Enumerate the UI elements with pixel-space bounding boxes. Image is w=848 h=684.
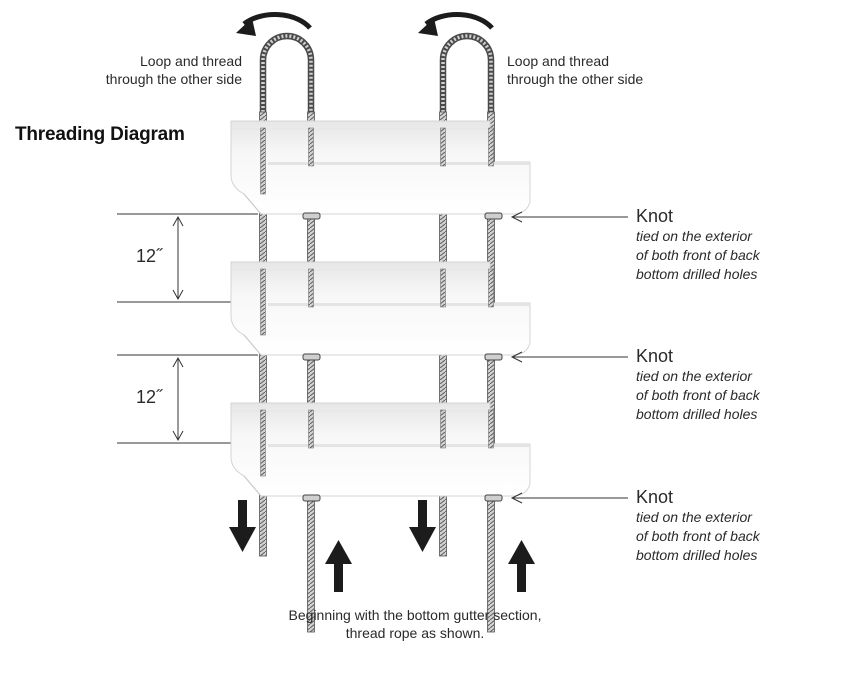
knot-pointers: [510, 211, 628, 504]
loop-note-line: Loop and thread: [507, 53, 609, 69]
arrow-down-icon: [229, 500, 256, 552]
loop-note-line: through the other side: [507, 71, 644, 87]
knots: [302, 212, 503, 502]
knot-description-line: bottom drilled holes: [636, 547, 758, 563]
gutter-section-top: [230, 120, 531, 215]
loop-arrow-icon: [236, 12, 312, 36]
knot-description-line: of both front of back: [636, 247, 760, 263]
instruction-caption: Beginning with the bottom gutter section…: [230, 606, 600, 642]
knot-description-line: bottom drilled holes: [636, 266, 758, 282]
loop-note-line: Loop and thread: [140, 53, 242, 69]
diagram-title: Threading Diagram: [15, 124, 185, 145]
gutter-section-middle: [230, 261, 531, 356]
knot-callout-top: Knot tied on the exterior of both front …: [636, 206, 836, 284]
instruction-line: Beginning with the bottom gutter section…: [288, 607, 542, 623]
arrow-up-icon: [325, 540, 352, 592]
spacing-label-lower: 12˝: [136, 387, 163, 407]
knot-label: Knot: [636, 487, 674, 507]
knot-description-line: tied on the exterior: [636, 368, 752, 384]
knot-description-line: tied on the exterior: [636, 228, 752, 244]
loop-note-line: through the other side: [105, 71, 242, 87]
rope-through-gutters: [260, 127, 494, 477]
knot-description-line: tied on the exterior: [636, 509, 752, 525]
knot-label: Knot: [636, 346, 674, 366]
instruction-line: thread rope as shown.: [345, 625, 485, 641]
loop-note-right: Loop and thread through the other side: [507, 52, 707, 88]
knot-description-line: of both front of back: [636, 528, 760, 544]
loop-arrow-icon: [418, 12, 494, 36]
loop-note-left: Loop and thread through the other side: [60, 52, 242, 88]
gutter-section-bottom: [230, 402, 531, 497]
knot-description-line: of both front of back: [636, 387, 760, 403]
knot-callout-middle: Knot tied on the exterior of both front …: [636, 346, 836, 424]
spacing-label-upper: 12˝: [136, 246, 163, 266]
knot-label: Knot: [636, 206, 674, 226]
arrow-down-icon: [409, 500, 436, 552]
knot-description-line: bottom drilled holes: [636, 406, 758, 422]
arrow-up-icon: [508, 540, 535, 592]
knot-callout-bottom: Knot tied on the exterior of both front …: [636, 487, 836, 565]
